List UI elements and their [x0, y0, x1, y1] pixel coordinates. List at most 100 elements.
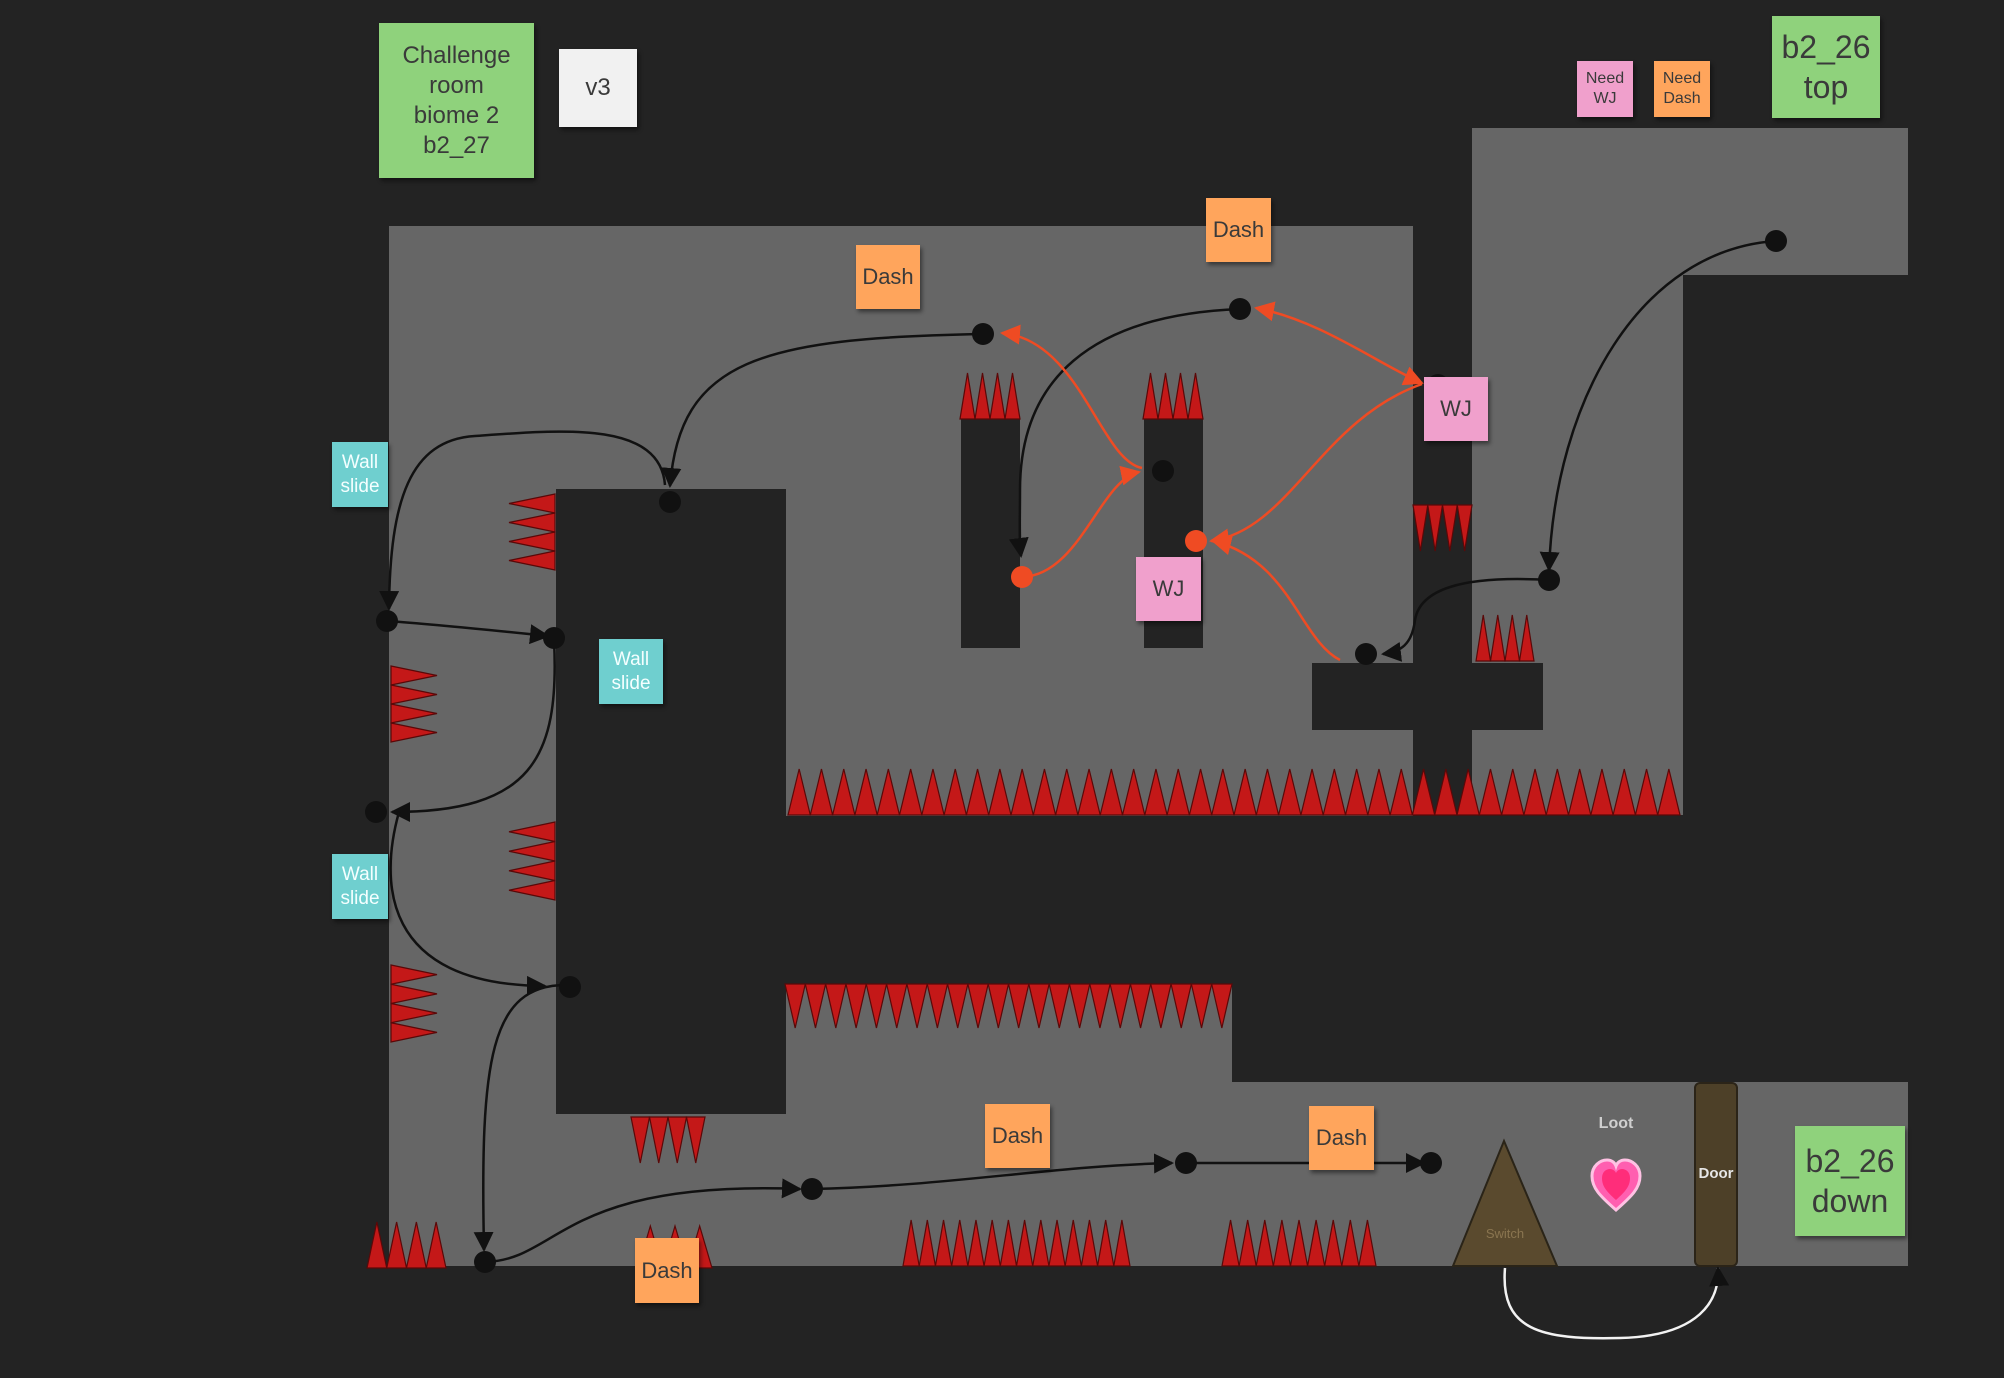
spike — [405, 1221, 427, 1269]
spike — [1007, 983, 1030, 1029]
spike — [1590, 768, 1614, 816]
spike — [1190, 983, 1213, 1029]
spike — [784, 983, 807, 1029]
spike — [1048, 983, 1071, 1029]
path-node — [1355, 643, 1377, 665]
spike — [1187, 372, 1204, 420]
switch-label: Switch — [1486, 1226, 1524, 1241]
spike — [918, 1219, 937, 1267]
spike — [999, 1219, 1018, 1267]
path-node — [1185, 530, 1207, 552]
spike — [1144, 768, 1168, 816]
spike — [967, 1219, 985, 1267]
path-node — [659, 491, 681, 513]
spike — [1567, 768, 1592, 816]
spike — [965, 768, 990, 816]
spike — [1656, 768, 1681, 816]
spike — [425, 1221, 447, 1269]
spike — [1272, 1219, 1292, 1267]
dash-note-1: Dash — [856, 245, 920, 309]
door-label: Door — [1699, 1165, 1734, 1182]
wall-jump-arrow — [1000, 324, 1143, 470]
wj-note-2: WJ — [1136, 557, 1201, 621]
spike — [508, 860, 556, 882]
spike — [1341, 1219, 1360, 1267]
spike — [943, 768, 968, 816]
spike — [1210, 983, 1233, 1029]
spike — [906, 983, 928, 1029]
spike — [854, 768, 878, 816]
spike — [1255, 1219, 1275, 1267]
spike — [1412, 504, 1429, 552]
spike — [508, 531, 556, 552]
dash-note-2: Dash — [1206, 198, 1271, 262]
path-arrow — [389, 811, 547, 996]
spike — [1142, 372, 1159, 420]
dash-note-5: Dash — [635, 1238, 699, 1303]
spike — [1089, 983, 1111, 1029]
wall-jump-arrow — [1254, 301, 1424, 386]
loot-label: Loot — [1599, 1115, 1634, 1132]
spike — [824, 983, 847, 1029]
spike — [1300, 768, 1324, 816]
spike — [1634, 768, 1659, 816]
spike — [1523, 768, 1547, 816]
path-node — [365, 801, 387, 823]
spike — [1367, 768, 1391, 816]
path-node — [1229, 298, 1251, 320]
spike — [390, 684, 438, 705]
spike — [831, 768, 856, 816]
spike — [1210, 768, 1235, 816]
spike — [902, 1219, 920, 1267]
path-node — [559, 976, 581, 998]
path-node — [376, 610, 398, 632]
wall-jump-arrow — [1211, 535, 1341, 662]
spike — [1475, 614, 1492, 662]
spike — [989, 372, 1006, 420]
spike — [1221, 1219, 1240, 1267]
spike — [508, 493, 556, 514]
spike — [809, 768, 834, 816]
spike — [1048, 1219, 1066, 1267]
wall-slide-note-3: Wall slide — [332, 854, 388, 919]
spike — [974, 372, 991, 420]
loot-heart-icon — [1590, 1158, 1642, 1212]
path-node — [1152, 460, 1174, 482]
spike — [366, 1221, 388, 1269]
door: Door — [1694, 1082, 1738, 1267]
spike — [926, 983, 949, 1029]
room-walls — [556, 226, 1986, 1114]
spike — [508, 879, 556, 901]
spike — [1113, 1219, 1131, 1267]
spike — [1358, 1219, 1377, 1267]
spike-hazards — [366, 372, 1681, 1269]
spike — [390, 1022, 438, 1043]
spike — [390, 983, 438, 1005]
spike — [1411, 768, 1436, 816]
path-arrow — [661, 332, 984, 488]
spike — [1238, 1219, 1257, 1267]
path-arrow — [1539, 239, 1777, 572]
spike — [865, 983, 888, 1029]
spike — [685, 1116, 706, 1164]
path-node — [1011, 566, 1033, 588]
path-arrow — [390, 639, 556, 822]
spike — [1064, 1219, 1083, 1267]
spike — [1068, 983, 1091, 1029]
path-nodes — [365, 230, 1787, 1273]
spike — [1028, 983, 1050, 1029]
dash-note-4: Dash — [1309, 1106, 1374, 1170]
spike — [1289, 1219, 1309, 1267]
spike — [1389, 768, 1414, 816]
path-node — [801, 1178, 823, 1200]
spike — [1277, 768, 1302, 816]
path-arrows — [379, 239, 1777, 1340]
spike — [1172, 372, 1189, 420]
spike — [1344, 768, 1369, 816]
need-wj-note: Need WJ — [1577, 61, 1633, 117]
spike — [1015, 1219, 1034, 1267]
path-node — [543, 627, 565, 649]
spike — [1489, 614, 1506, 662]
